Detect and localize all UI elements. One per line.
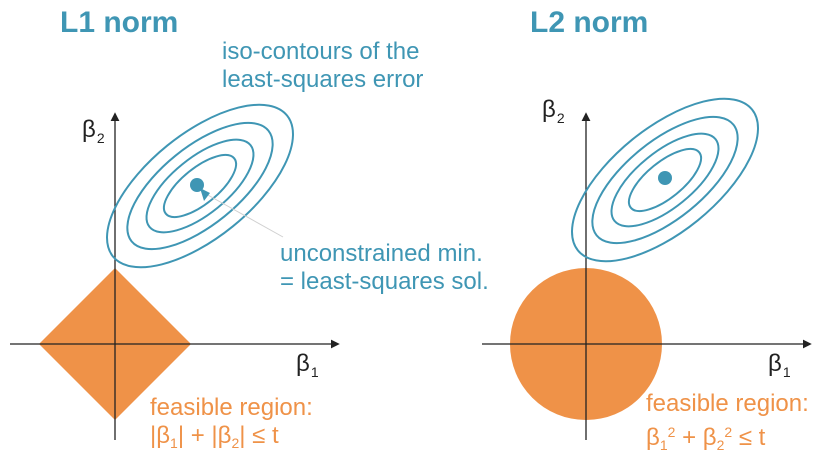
left-x-axis-index: 1 bbox=[310, 364, 319, 380]
left-iso-contours bbox=[106, 103, 294, 269]
l2-plus-beta: + β bbox=[675, 424, 717, 451]
l2-beta-1: β bbox=[646, 424, 660, 451]
right-contour-4 bbox=[627, 147, 703, 213]
left-contour-2 bbox=[126, 121, 274, 251]
left-x-axis-symbol: β bbox=[296, 350, 310, 377]
left-min-pointer bbox=[200, 188, 210, 201]
l2-index-1: 1 bbox=[659, 437, 668, 453]
contour-label-line2: least-squares error bbox=[222, 66, 424, 93]
right-title: L2 norm bbox=[530, 6, 649, 39]
l2-power-1: 2 bbox=[667, 424, 676, 440]
right-min-point bbox=[658, 171, 672, 185]
right-contour-2 bbox=[591, 115, 739, 245]
left-y-axis-index: 2 bbox=[96, 130, 105, 146]
min-label-line2: = least-squares sol. bbox=[280, 268, 489, 295]
l1-abs-open-1: |β bbox=[150, 422, 171, 449]
right-y-axis-index: 2 bbox=[556, 110, 565, 126]
left-region-label-line1: feasible region: bbox=[150, 394, 313, 421]
right-contour-3 bbox=[610, 132, 720, 228]
min-label: unconstrained min. = least-squares sol. bbox=[280, 240, 489, 296]
min-label-line1: unconstrained min. bbox=[280, 240, 483, 267]
left-contour-4 bbox=[162, 153, 238, 219]
left-y-axis-label: β2 bbox=[82, 118, 105, 150]
l2-le-t: ≤ t bbox=[732, 424, 766, 451]
right-x-axis-symbol: β bbox=[768, 350, 782, 377]
right-region-label-line1: feasible region: bbox=[646, 390, 809, 417]
contour-label: iso-contours of the least-squares error bbox=[222, 38, 423, 94]
left-x-axis-label: β1 bbox=[296, 352, 319, 384]
right-y-axis-symbol: β bbox=[542, 96, 556, 123]
left-title: L1 norm bbox=[60, 6, 179, 39]
left-constraint-formula: |β1| + |β2| ≤ t bbox=[150, 422, 313, 457]
right-iso-contours bbox=[571, 97, 759, 263]
left-min-leader-line bbox=[205, 193, 284, 238]
left-region-label: feasible region: |β1| + |β2| ≤ t bbox=[150, 394, 313, 457]
right-constraint-formula: β12 + β22 ≤ t bbox=[646, 418, 809, 459]
left-contour-1 bbox=[106, 103, 294, 269]
right-x-axis-label: β1 bbox=[768, 352, 791, 384]
right-contour-1 bbox=[571, 97, 759, 263]
right-x-axis-index: 1 bbox=[782, 364, 791, 380]
l2-index-2: 2 bbox=[716, 437, 725, 453]
left-contour-3 bbox=[145, 138, 255, 234]
l2-power-2: 2 bbox=[724, 424, 733, 440]
right-region-label: feasible region: β12 + β22 ≤ t bbox=[646, 390, 809, 459]
left-y-axis-symbol: β bbox=[82, 116, 96, 143]
l1-index-1: 1 bbox=[170, 435, 178, 451]
l1-abs-close: | ≤ t bbox=[239, 422, 279, 449]
l1-index-2: 2 bbox=[231, 435, 240, 451]
l1-abs-mid: | + |β bbox=[177, 422, 232, 449]
contour-label-line1: iso-contours of the bbox=[222, 38, 420, 65]
right-y-axis-label: β2 bbox=[542, 98, 565, 130]
